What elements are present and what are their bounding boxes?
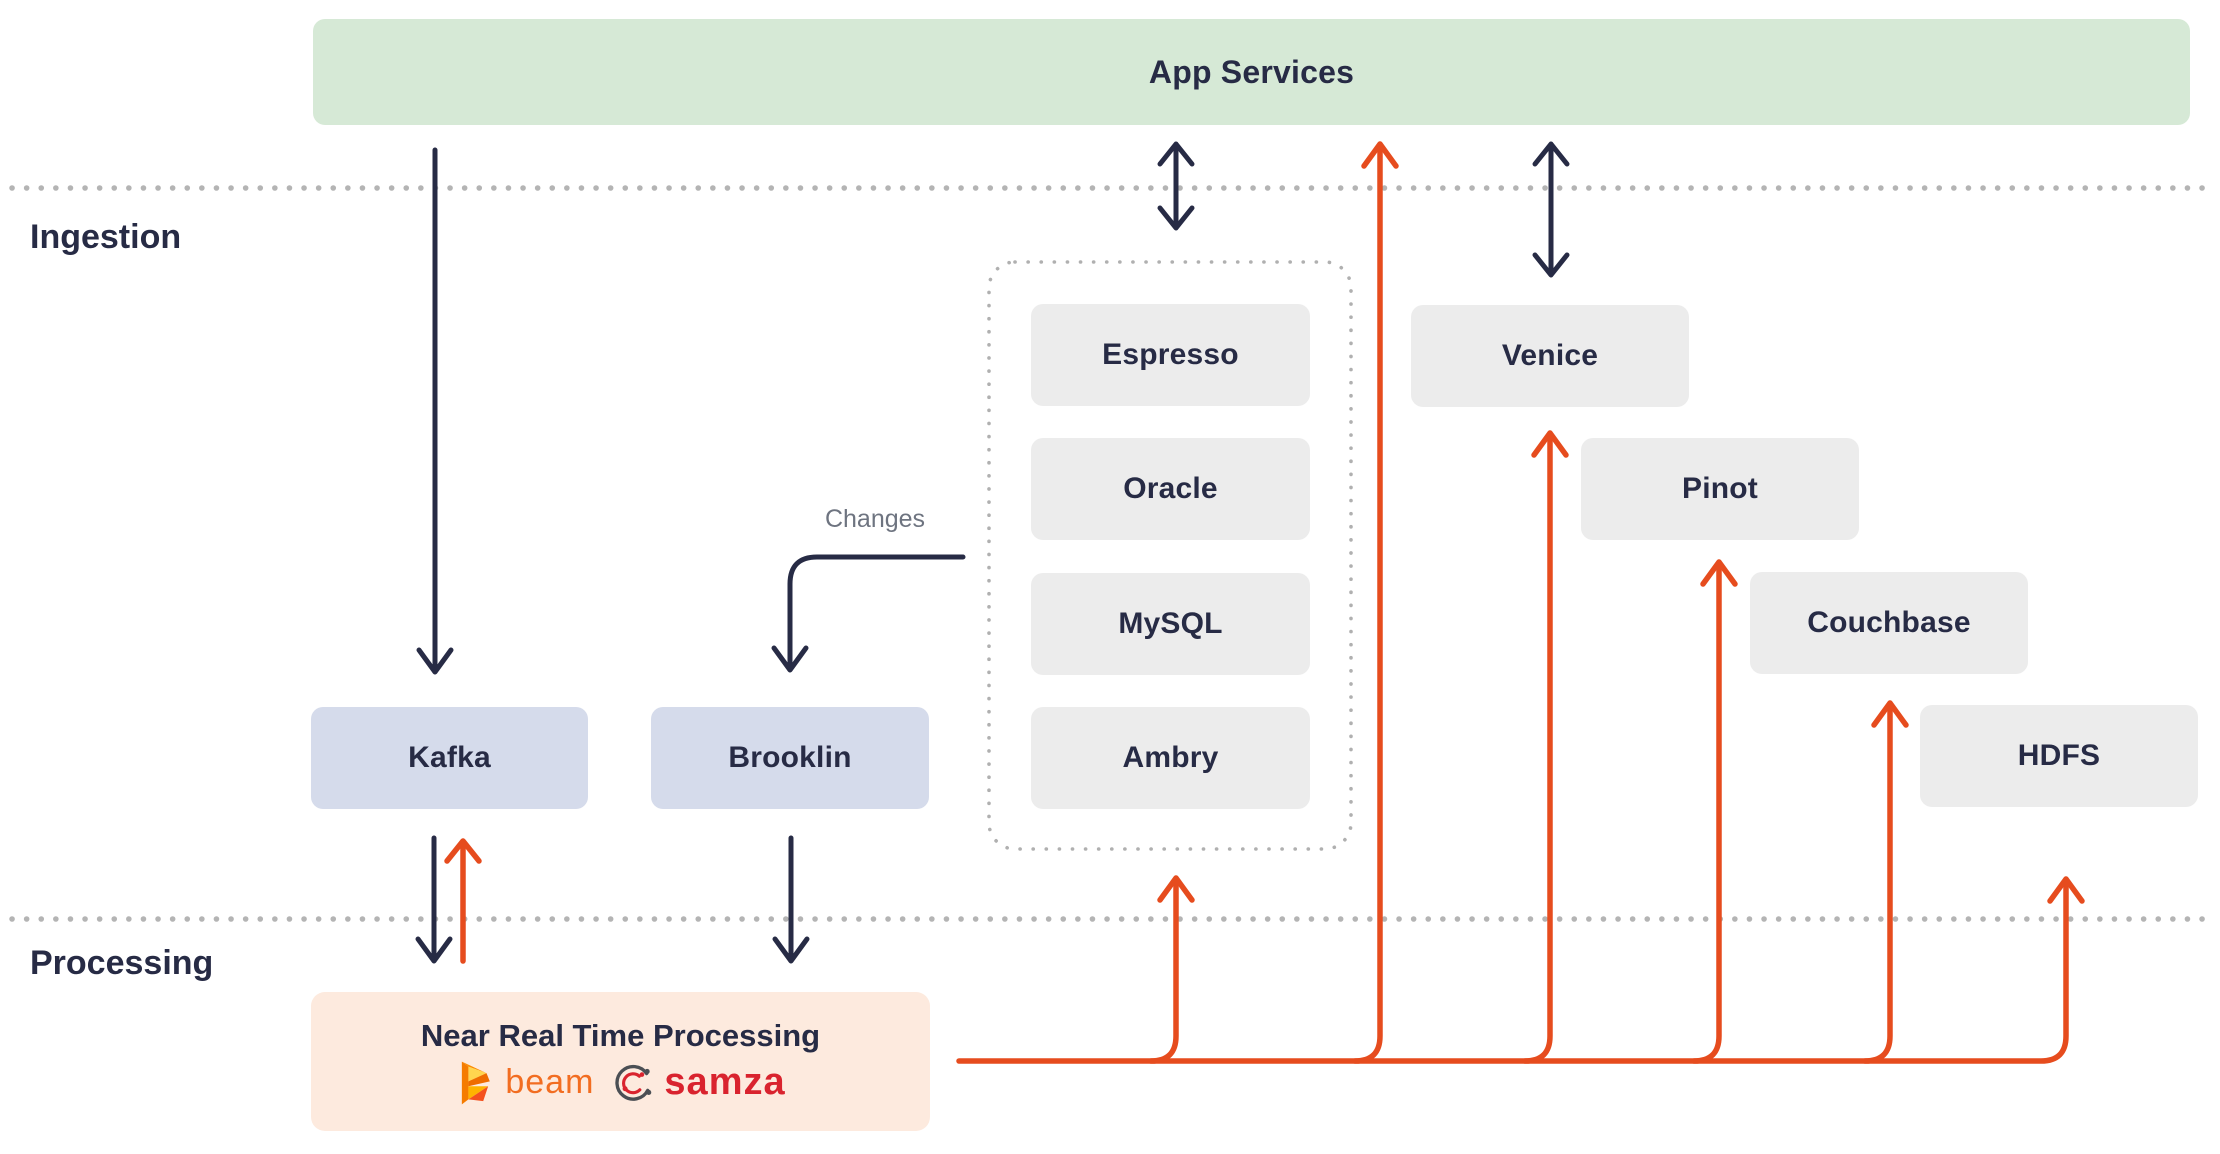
edge-nrt-appservices-branch bbox=[1352, 141, 1399, 1064]
samza-logo-unit: samza bbox=[612, 1061, 785, 1104]
beam-logo-unit: beam bbox=[455, 1060, 594, 1106]
pinot-box: Pinot bbox=[1581, 438, 1859, 540]
hdfs-box: HDFS bbox=[1920, 705, 2198, 807]
app-services-box: App Services bbox=[313, 19, 2190, 125]
edge-sources-brooklin-changes bbox=[771, 554, 966, 673]
brooklin-box: Brooklin bbox=[651, 707, 929, 809]
edge-nrt-venice-branch bbox=[1522, 430, 1569, 1064]
ambry-label: Ambry bbox=[1122, 741, 1219, 774]
ambry-box: Ambry bbox=[1031, 707, 1310, 809]
espresso-label: Espresso bbox=[1102, 338, 1239, 371]
couchbase-box: Couchbase bbox=[1750, 572, 2028, 674]
kafka-label: Kafka bbox=[408, 741, 491, 774]
venice-box: Venice bbox=[1411, 305, 1689, 407]
app-services-label: App Services bbox=[1148, 53, 1355, 90]
edge-nrt-hdfs-trunk bbox=[956, 876, 2085, 1064]
edge-nrt-couchbase-branch bbox=[1862, 700, 1909, 1064]
edge-appservices-venice-bidirectional bbox=[1532, 141, 1570, 278]
oracle-label: Oracle bbox=[1123, 472, 1218, 505]
edge-appservices-kafka bbox=[416, 147, 454, 675]
edge-nrt-kafka bbox=[444, 838, 482, 964]
samza-logo-icon bbox=[615, 1064, 652, 1101]
edge-nrt-pinot-branch bbox=[1691, 559, 1738, 1064]
venice-label: Venice bbox=[1501, 339, 1599, 372]
mysql-label: MySQL bbox=[1118, 607, 1223, 640]
near-real-time-processing-box: Near Real Time Processing beam bbox=[311, 992, 930, 1131]
couchbase-label: Couchbase bbox=[1807, 606, 1971, 639]
brooklin-label: Brooklin bbox=[728, 741, 852, 774]
mysql-box: MySQL bbox=[1031, 573, 1310, 675]
beam-logo-icon bbox=[462, 1061, 491, 1104]
samza-label: samza bbox=[664, 1061, 786, 1103]
beam-label: beam bbox=[505, 1063, 595, 1101]
changes-edge-label: Changes bbox=[824, 505, 926, 533]
nrt-logo-row: beam samza bbox=[455, 1060, 785, 1106]
oracle-box: Oracle bbox=[1031, 438, 1310, 540]
kafka-box: Kafka bbox=[311, 707, 588, 809]
edge-kafka-nrt bbox=[415, 835, 453, 964]
nrt-title: Near Real Time Processing bbox=[420, 1017, 821, 1053]
edge-nrt-sources-branch bbox=[1148, 875, 1195, 1064]
edge-brooklin-nrt bbox=[772, 835, 810, 964]
processing-section-label: Processing bbox=[30, 944, 214, 982]
espresso-box: Espresso bbox=[1031, 304, 1310, 406]
hdfs-label: HDFS bbox=[2017, 739, 2101, 772]
edge-appservices-sources-bidirectional bbox=[1157, 141, 1195, 231]
ingestion-section-label: Ingestion bbox=[30, 218, 182, 256]
pinot-label: Pinot bbox=[1682, 472, 1758, 505]
